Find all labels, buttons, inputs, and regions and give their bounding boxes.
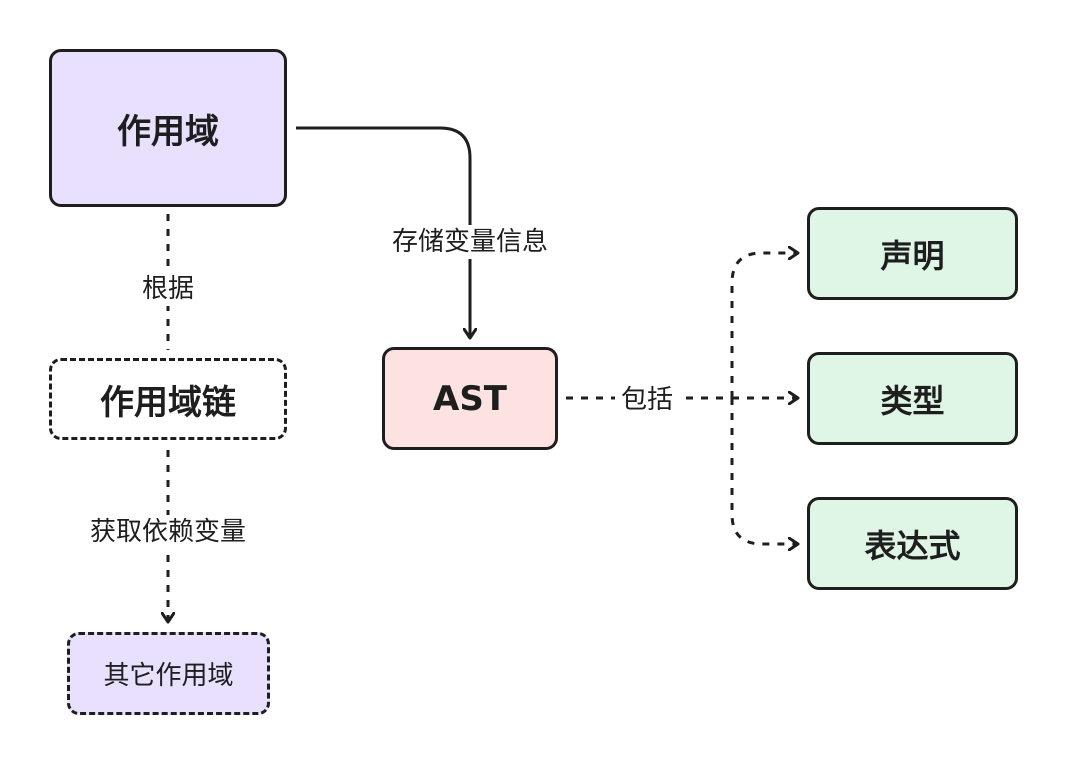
- edge-label-includes: 包括: [614, 383, 680, 417]
- node-declaration-label: 声明: [880, 236, 945, 275]
- node-expression: 表达式: [807, 497, 1018, 590]
- edge-to-declaration: [730, 253, 798, 398]
- node-scope-chain: 作用域链: [49, 358, 287, 440]
- node-scope-chain-label: 作用域链: [100, 382, 236, 423]
- node-scope-label: 作用域: [117, 111, 219, 152]
- node-declaration: 声明: [807, 207, 1018, 300]
- node-other-scope-label: 其它作用域: [103, 661, 234, 691]
- edge-label-based-on: 根据: [135, 272, 201, 306]
- edge-label-store-variable-info: 存储变量信息: [385, 225, 555, 259]
- node-type: 类型: [807, 352, 1018, 445]
- edge-to-expression: [730, 398, 798, 544]
- edge-label-get-dependent-variables: 获取依赖变量: [83, 515, 253, 549]
- node-other-scope: 其它作用域: [67, 632, 270, 715]
- node-ast-label: AST: [433, 378, 507, 419]
- node-scope: 作用域: [49, 49, 287, 207]
- node-ast: AST: [382, 347, 558, 450]
- node-type-label: 类型: [880, 381, 945, 420]
- edge-scope-to-ast: [296, 126, 470, 338]
- node-expression-label: 表达式: [864, 526, 961, 565]
